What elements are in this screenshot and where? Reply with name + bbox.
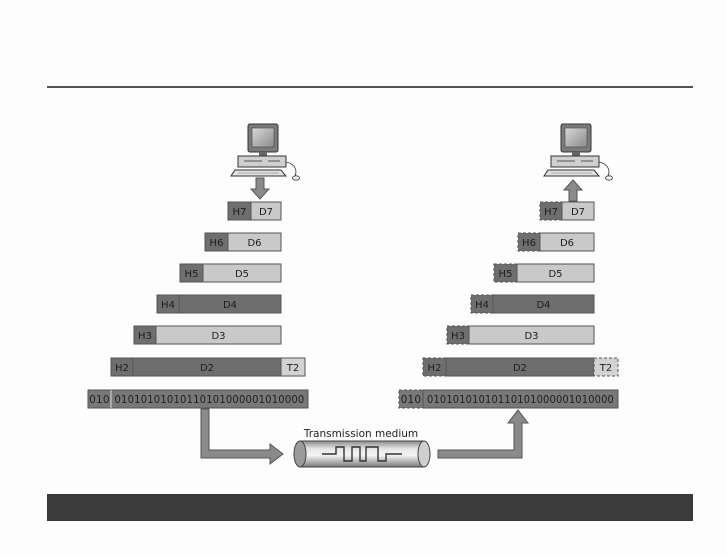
sender-data-label: D2 bbox=[200, 363, 214, 374]
receiver-data-label: D5 bbox=[548, 269, 562, 280]
receiver-header-label: H6 bbox=[522, 238, 536, 249]
receiver-bit-prefix: 010 bbox=[401, 394, 422, 406]
sender-computer-icon bbox=[231, 124, 300, 180]
receiver-data-label: D7 bbox=[571, 207, 585, 218]
sender-header-label: H6 bbox=[210, 238, 224, 249]
receiver-header-label: H2 bbox=[428, 363, 442, 374]
down-arrow-icon bbox=[251, 178, 269, 199]
sender-data-label: D6 bbox=[247, 238, 261, 249]
transmission-medium-caption: Transmission medium bbox=[303, 428, 418, 440]
receiver-computer-icon bbox=[544, 124, 613, 180]
medium-to-receiver-arrow-icon bbox=[438, 410, 528, 458]
sender-bit-stream-text: 01010101010110101000001010000 bbox=[115, 394, 305, 406]
receiver-header-label: H3 bbox=[451, 331, 465, 342]
receiver-data-label: D3 bbox=[524, 331, 538, 342]
receiver-header-label: H5 bbox=[499, 269, 513, 280]
sender-trailer-label: T2 bbox=[286, 363, 299, 374]
sender-to-medium-arrow-icon bbox=[201, 409, 283, 464]
receiver-data-label: D2 bbox=[513, 363, 527, 374]
transmission-medium-pipe: Transmission medium bbox=[294, 428, 430, 467]
sender-bit-stream: 010 01010101010110101000001010000 bbox=[88, 390, 308, 408]
sender-header-label: H7 bbox=[233, 207, 247, 218]
receiver-header-label: H7 bbox=[544, 207, 558, 218]
sender-data-label: D4 bbox=[223, 300, 237, 311]
sender-header-label: H4 bbox=[161, 300, 175, 311]
sender-header-label: H3 bbox=[138, 331, 152, 342]
sender-data-label: D3 bbox=[211, 331, 225, 342]
bottom-band bbox=[47, 494, 693, 521]
receiver-data-label: D6 bbox=[560, 238, 574, 249]
sender-header-label: H2 bbox=[115, 363, 129, 374]
receiver-bit-stream-text: 01010101010110101000001010000 bbox=[427, 394, 614, 406]
sender-data-label: D7 bbox=[259, 207, 273, 218]
receiver-header-label: H4 bbox=[475, 300, 489, 311]
receiver-data-label: D4 bbox=[536, 300, 550, 311]
sender-data-label: D5 bbox=[235, 269, 249, 280]
up-arrow-icon bbox=[564, 180, 582, 201]
receiver-bit-stream: 010 01010101010110101000001010000 bbox=[399, 390, 618, 408]
sender-bit-prefix: 010 bbox=[89, 394, 110, 406]
receiver-trailer-label: T2 bbox=[599, 363, 612, 374]
sender-header-label: H5 bbox=[185, 269, 199, 280]
